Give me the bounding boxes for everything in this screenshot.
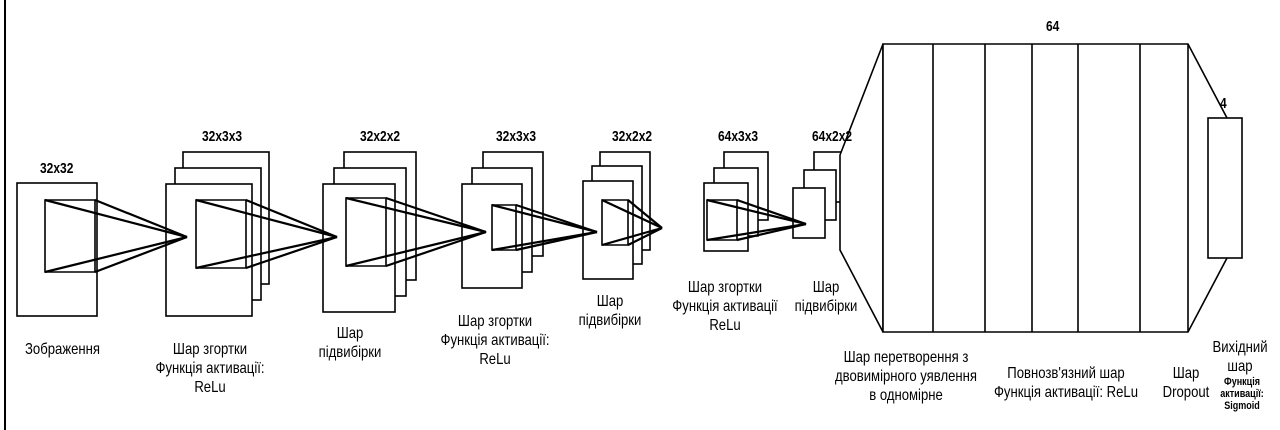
label-conv1-line-3: ReLu <box>194 379 226 396</box>
dense-block-outline <box>882 43 1228 333</box>
input-to-conv1-line-bot <box>44 235 188 274</box>
pool1-map-1 <box>322 183 396 313</box>
label-input-line: Зображення <box>24 341 101 358</box>
conv1-to-pool1-line-bot2 <box>245 235 338 270</box>
label-conv3-line-3: ReLu <box>709 317 741 334</box>
dim-dense: 64 <box>1046 18 1060 35</box>
label-output-line-1: Вихідний <box>1212 339 1268 356</box>
label-output-line-2: шар <box>1227 358 1253 375</box>
label-flatten-line-2: двовимірного уявлення <box>834 368 978 385</box>
label-pool3-line-2: підвибірки <box>794 298 858 315</box>
pool3-map-1 <box>792 187 826 239</box>
label-pool1: Шар підвибірки <box>309 324 391 362</box>
conv1-map-1 <box>165 183 253 317</box>
pool2-to-conv3-line-mid <box>627 199 663 229</box>
label-pool2: Шар підвибірки <box>569 292 651 330</box>
label-dense-line-2: Функція активації: ReLu <box>993 384 1139 401</box>
pool2-to-conv3-line-top <box>601 199 663 229</box>
output-layer-box <box>1207 117 1243 259</box>
label-conv2: Шар згортки Функція активації: ReLu <box>434 312 557 369</box>
dim-pool1: 32x2x2 <box>360 128 401 145</box>
label-output-activation-line-2: активації: <box>1220 388 1264 400</box>
label-flatten: Шар перетворення з двовимірного уявлення… <box>826 348 987 405</box>
label-conv3-line-1: Шар згортки <box>687 279 763 296</box>
conv1-to-pool1-line-mid <box>245 198 338 239</box>
dim-conv2: 32x3x3 <box>496 128 537 145</box>
conv3-to-pool3-line-bot2 <box>736 222 807 242</box>
label-pool2-line-1: Шар <box>596 293 624 310</box>
label-pool2-line-2: підвибірки <box>578 312 642 329</box>
pool1-to-conv2-line-mid <box>385 196 487 234</box>
input-image-box <box>16 182 98 317</box>
label-output-activation-line-3: Sigmoid <box>1224 400 1260 412</box>
label-output-activation-line-1: Функція <box>1223 376 1261 388</box>
label-conv3-line-2: Функція активації <box>672 298 778 315</box>
label-conv1-line-2: Функція активації: <box>155 360 265 377</box>
input-to-conv1-line-mid <box>94 198 188 239</box>
label-conv2-line-3: ReLu <box>479 351 511 368</box>
input-to-conv1-line-top <box>44 198 188 239</box>
conv2-to-pool2-line-mid <box>515 203 598 234</box>
pool1-to-conv2-line-bot <box>345 230 487 268</box>
label-pool1-line-2: підвибірки <box>318 344 382 361</box>
label-conv2-line-1: Шар згортки <box>457 313 533 330</box>
label-flatten-line-1: Шар перетворення з <box>843 349 969 366</box>
conv1-to-pool1-line-bot <box>195 235 338 270</box>
dim-conv1: 32x3x3 <box>202 128 243 145</box>
pool1-to-conv2-line-bot2 <box>385 230 487 268</box>
pool1-to-conv2-line-top <box>345 196 487 234</box>
label-pool1-line-1: Шар <box>336 325 364 342</box>
dim-input: 32x32 <box>40 160 74 177</box>
label-conv2-line-2: Функція активації: <box>440 332 550 349</box>
label-conv1: Шар згортки Функція активації: ReLu <box>153 340 268 397</box>
conv3-to-pool3-line-mid <box>736 198 807 226</box>
label-dropout-line-2: Dropout <box>1162 384 1210 401</box>
label-dense-line-1: Повнозв'язний шар <box>1007 365 1125 382</box>
conv2-to-pool2-line-bot2 <box>515 230 598 252</box>
conv2-to-pool2-line-top <box>491 203 598 234</box>
input-to-conv1-line-bot2 <box>94 235 188 274</box>
conv3-to-pool3-line-top <box>706 198 807 226</box>
pool2-to-conv3-line-bot <box>601 226 663 247</box>
label-pool3: Шар підвибірки <box>785 278 867 316</box>
dim-pool2: 32x2x2 <box>612 128 653 145</box>
pool2-to-conv3-line-bot2 <box>627 227 663 246</box>
conv1-to-pool1-line-top <box>195 198 338 239</box>
label-conv1-line-1: Шар згортки <box>172 341 248 358</box>
dim-output: 4 <box>1220 95 1227 112</box>
label-output: Вихідний шар <box>1209 338 1271 376</box>
label-pool3-line-1: Шар <box>812 279 840 296</box>
label-dense: Повнозв'язний шар Функція активації: ReL… <box>984 364 1148 402</box>
conv3-to-pool3-line-bot <box>706 222 807 242</box>
label-output-activation: Функція активації: Sigmoid <box>1217 376 1266 412</box>
dim-conv3: 64x3x3 <box>718 128 759 145</box>
label-dropout: Шар Dropout <box>1153 364 1219 402</box>
label-flatten-line-3: в одномірне <box>869 387 943 404</box>
label-dropout-line-1: Шар <box>1172 365 1200 382</box>
label-conv3: Шар згортки Функція активації ReLu <box>664 278 787 335</box>
dim-pool3: 64x2x2 <box>812 128 853 145</box>
label-input: Зображення <box>11 340 114 359</box>
